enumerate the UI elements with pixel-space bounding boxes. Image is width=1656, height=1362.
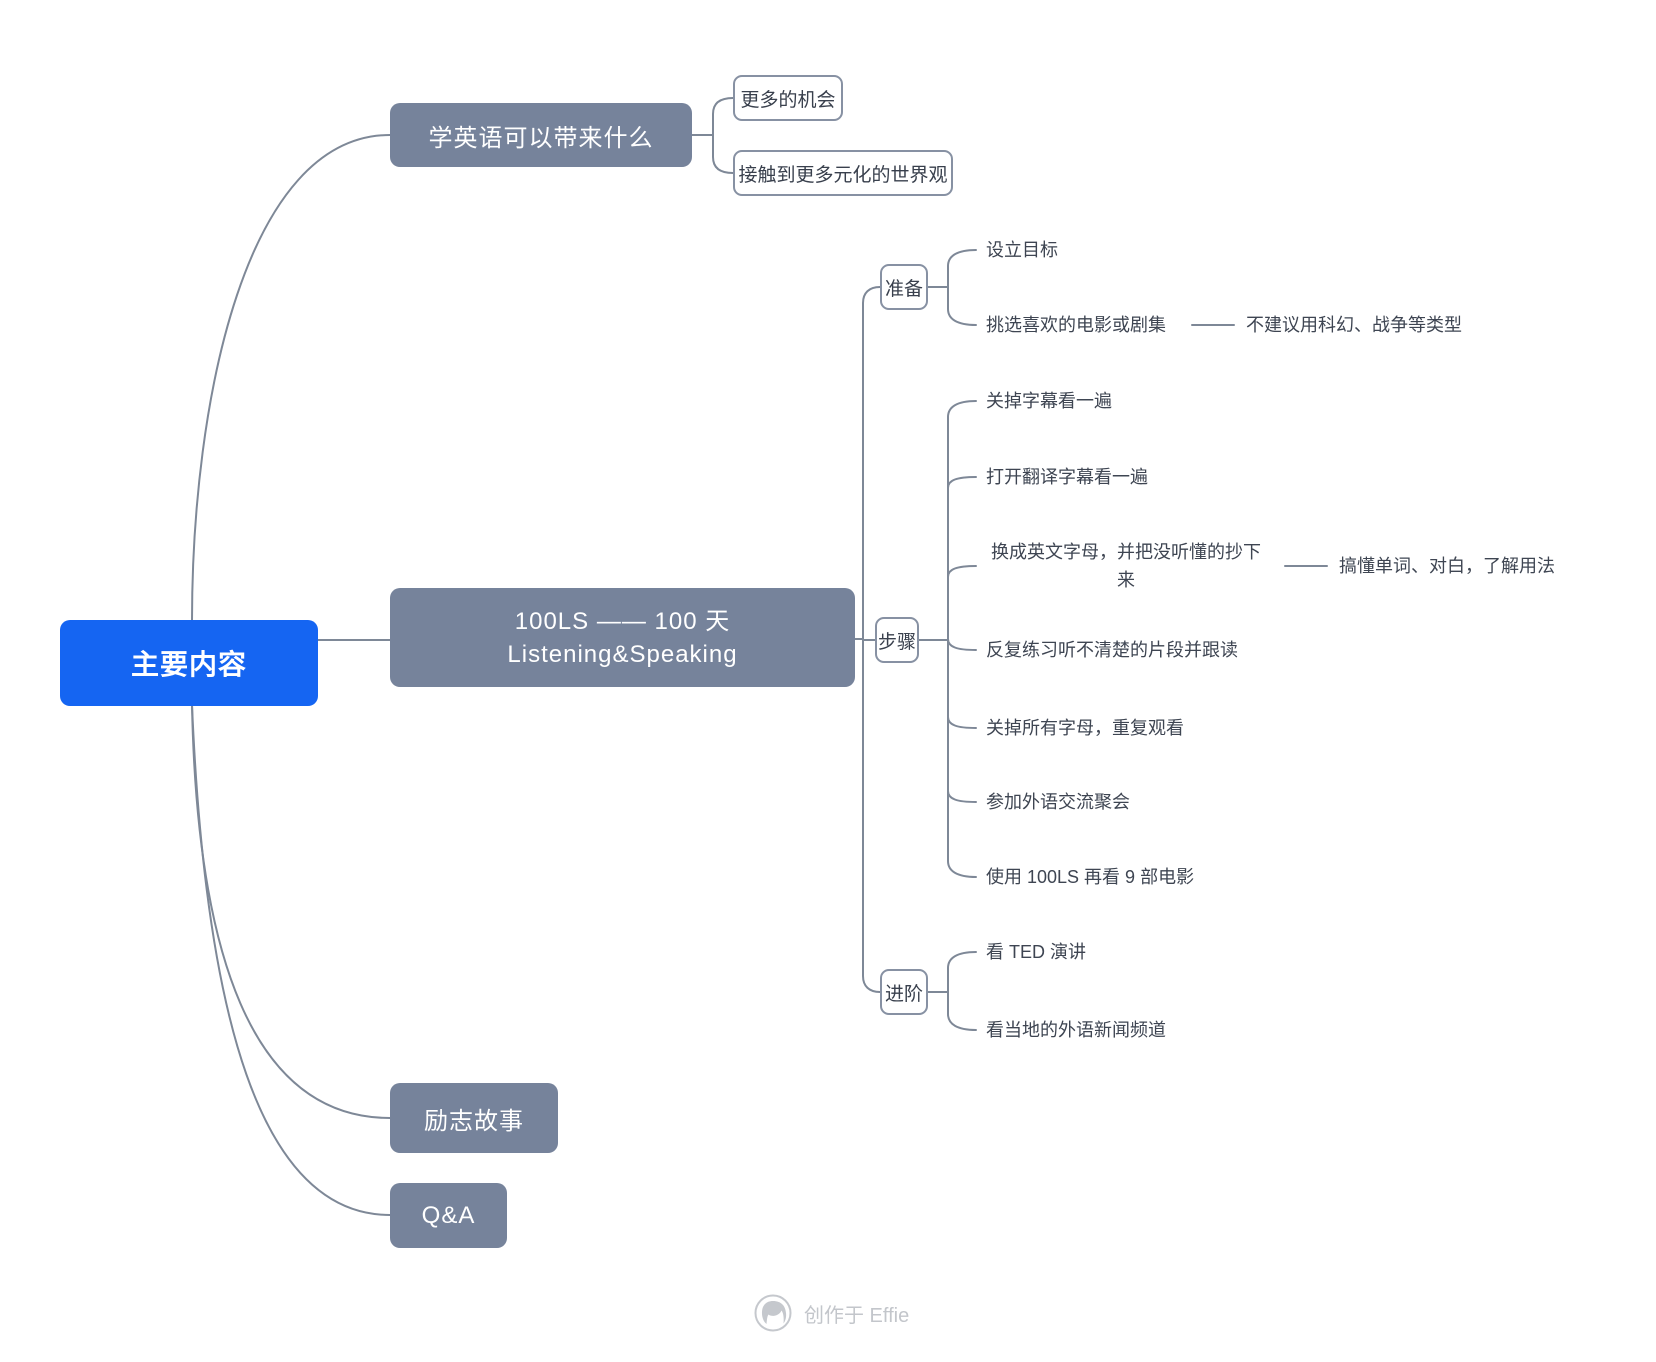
watermark: 创作于 Effie (754, 1294, 909, 1332)
node-set-goals[interactable]: 设立目标 (986, 240, 1058, 260)
node-diverse-worldview-label: 接触到更多元化的世界观 (738, 164, 948, 186)
watermark-text: 创作于 Effie (804, 1304, 910, 1327)
node-diverse-worldview[interactable]: 接触到更多元化的世界观 (733, 150, 953, 196)
node-pick-movies[interactable]: 挑选喜欢的电影或剧集 (986, 315, 1166, 335)
node-qa[interactable]: Q&A (390, 1183, 507, 1248)
step-100ls-nine-movies[interactable]: 使用 100LS 再看 9 部电影 (986, 867, 1195, 887)
node-watch-ted[interactable]: 看 TED 演讲 (986, 942, 1087, 962)
step-watch-no-subtitles[interactable]: 关掉字幕看一遍 (986, 391, 1112, 411)
node-100ls-title-line2: Listening&Speaking (507, 640, 738, 668)
node-steps-label: 步骤 (877, 631, 916, 653)
step-language-meetup[interactable]: 参加外语交流聚会 (986, 792, 1130, 812)
node-root-label: 主要内容 (130, 649, 247, 680)
node-advanced[interactable]: 进阶 (880, 969, 928, 1015)
note-understand-words[interactable]: 搞懂单词、对白，了解用法 (1339, 556, 1555, 576)
node-prepare-label: 准备 (884, 278, 923, 300)
note-avoid-scifi-war[interactable]: 不建议用科幻、战争等类型 (1246, 315, 1462, 335)
node-learn-english-label: 学英语可以带来什么 (428, 124, 654, 152)
node-100ls[interactable]: 100LS —— 100 天 Listening&Speaking (390, 588, 855, 687)
step-english-subtitles-copy[interactable]: 换成英文字母，并把没听懂的抄下来 (991, 542, 1261, 590)
node-advanced-label: 进阶 (884, 983, 923, 1005)
effie-logo-icon (754, 1294, 792, 1332)
node-inspiring-story-label: 励志故事 (424, 1107, 524, 1135)
node-more-opportunities-label: 更多的机会 (740, 89, 836, 111)
step-practice-repeat[interactable]: 反复练习听不清楚的片段并跟读 (986, 640, 1238, 660)
node-root[interactable]: 主要内容 (60, 620, 318, 706)
node-100ls-title-line1: 100LS —— 100 天 (514, 607, 731, 635)
node-prepare[interactable]: 准备 (880, 264, 928, 310)
node-qa-label: Q&A (421, 1201, 476, 1229)
step-watch-translated-subtitles[interactable]: 打开翻译字幕看一遍 (986, 467, 1148, 487)
node-steps[interactable]: 步骤 (875, 617, 919, 663)
node-more-opportunities[interactable]: 更多的机会 (733, 75, 843, 121)
step-no-subtitles-rewatch[interactable]: 关掉所有字母，重复观看 (986, 718, 1184, 738)
node-local-news[interactable]: 看当地的外语新闻频道 (986, 1020, 1166, 1040)
node-inspiring-story[interactable]: 励志故事 (390, 1083, 558, 1153)
node-learn-english[interactable]: 学英语可以带来什么 (390, 103, 692, 167)
